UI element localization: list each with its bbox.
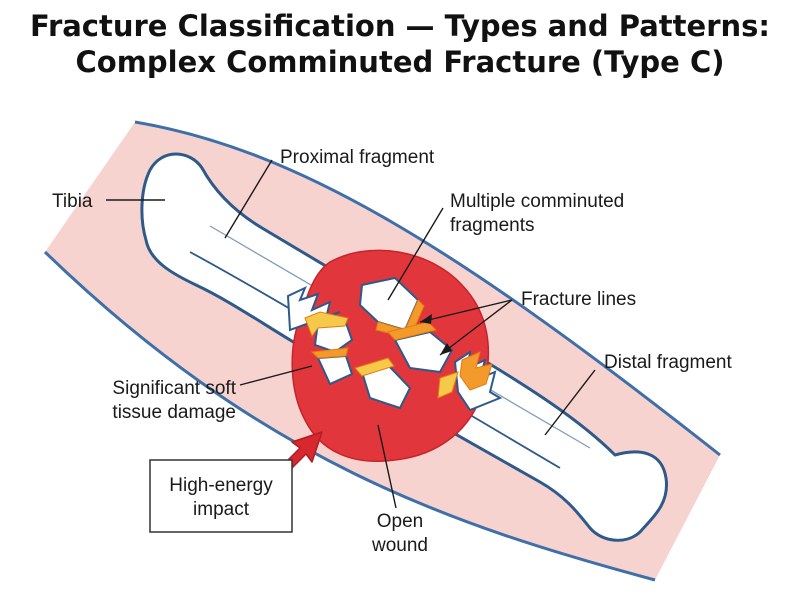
comminuted-fragments <box>304 276 493 410</box>
impact-label-box <box>149 459 293 533</box>
label-comminuted-2: fragments <box>450 215 534 236</box>
page-title: Fracture Classification — Types and Patt… <box>0 8 800 80</box>
leader-fracture-line-2 <box>439 299 513 356</box>
label-open-wound-1: Open <box>377 511 423 532</box>
label-soft-tissue-1: Significant soft <box>112 378 236 399</box>
fracture-surface <box>310 347 349 359</box>
leader-distal <box>544 369 596 436</box>
label-impact-2: impact <box>193 499 250 520</box>
arrowhead <box>440 343 452 355</box>
title-line-2: Complex Comminuted Fracture (Type C) <box>75 45 725 79</box>
fracture-surface <box>459 351 493 391</box>
label-proximal-fragment: Proximal fragment <box>280 147 435 168</box>
fracture-surface <box>354 357 395 377</box>
label-impact-1: High-energy <box>169 475 273 496</box>
label-fracture-lines: Fracture lines <box>521 289 636 310</box>
label-open-wound-2: wound <box>371 535 428 556</box>
leader-comminuted <box>387 207 444 301</box>
fracture-surface <box>387 321 437 341</box>
label-soft-tissue-2: tissue damage <box>112 402 236 423</box>
leader-proximal <box>224 159 273 239</box>
label-distal-fragment: Distal fragment <box>604 352 732 373</box>
limb-outline-lower <box>43 250 656 582</box>
fracture-surface <box>437 371 459 399</box>
label-comminuted-1: Multiple comminuted <box>450 191 624 212</box>
limb-outline-upper <box>134 120 721 457</box>
label-tibia: Tibia <box>52 191 93 212</box>
arrowhead <box>420 314 432 324</box>
leader-soft-tissue <box>239 365 313 386</box>
title-line-1: Fracture Classification — Types and Patt… <box>29 9 770 43</box>
fracture-surface <box>304 311 349 338</box>
leader-fracture-line-1 <box>419 299 513 323</box>
leader-open-wound <box>377 424 397 509</box>
